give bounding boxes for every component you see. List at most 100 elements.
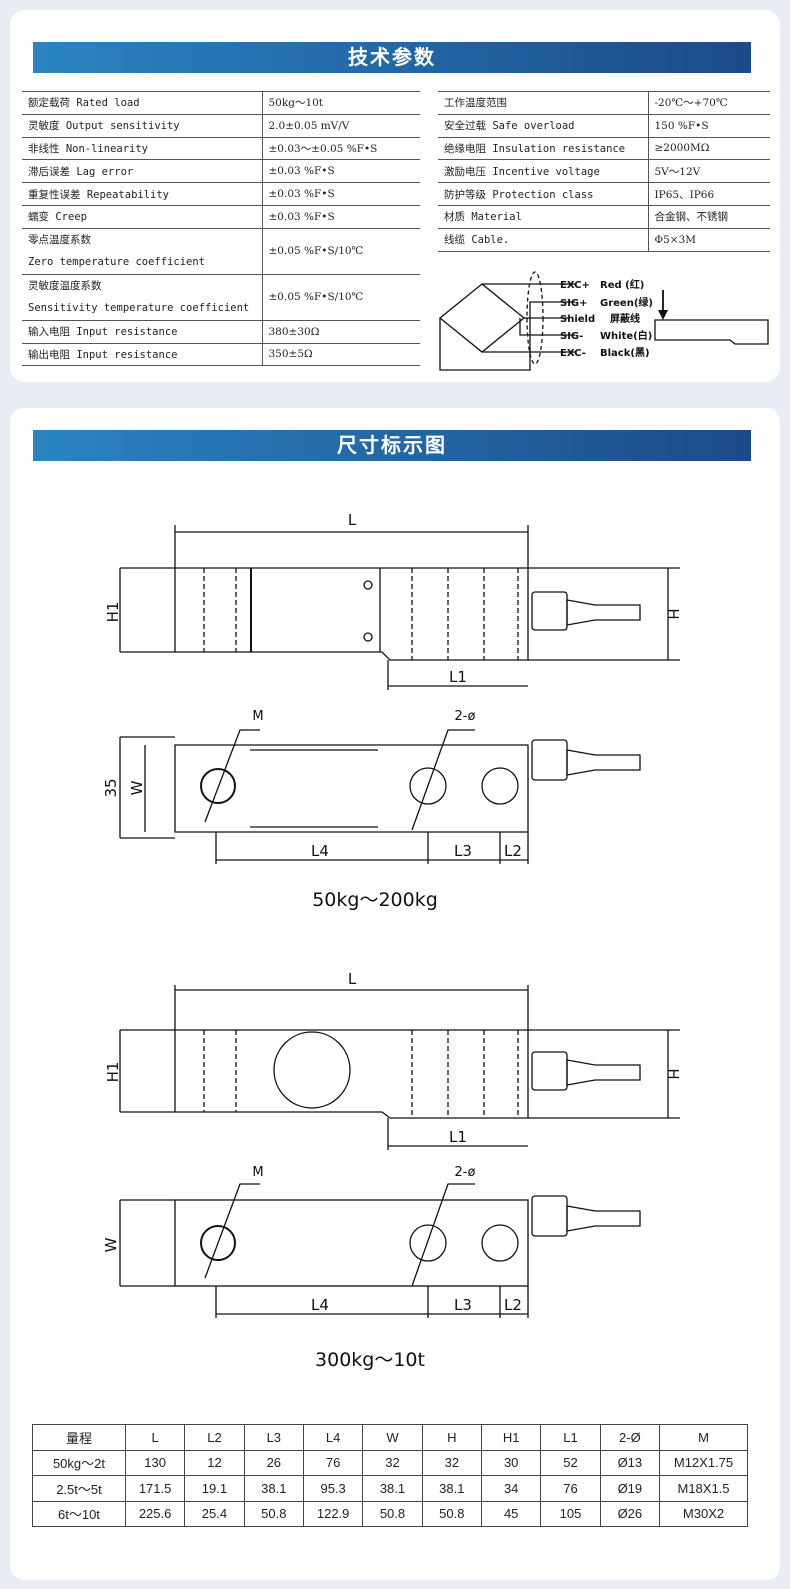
- table-cell: H: [421, 1424, 483, 1451]
- svg-text:L1: L1: [449, 1128, 467, 1146]
- table-cell: 122.9: [302, 1500, 364, 1527]
- svg-text:35: 35: [102, 778, 120, 797]
- svg-text:2-ø: 2-ø: [455, 1165, 476, 1180]
- table-cell: 171.5: [124, 1475, 186, 1502]
- table-cell: 105: [540, 1500, 601, 1527]
- svg-text:Green(绿): Green(绿): [600, 296, 653, 309]
- svg-text:EXC+: EXC+: [560, 280, 590, 291]
- svg-text:屏蔽线: 屏蔽线: [609, 312, 640, 325]
- beam-icon: [654, 319, 769, 345]
- table-cell: L: [124, 1424, 186, 1451]
- table-cell: 12: [184, 1449, 245, 1476]
- svg-text:M: M: [252, 709, 263, 724]
- table-cell: 130: [124, 1449, 186, 1476]
- table-cell: 50kg～2t: [32, 1449, 126, 1476]
- svg-text:H1: H1: [104, 602, 122, 623]
- svg-text:M: M: [252, 1165, 263, 1180]
- svg-text:SIG-: SIG-: [560, 331, 583, 342]
- table-cell: M18X1.5: [659, 1475, 748, 1502]
- table-cell: M30X2: [659, 1500, 748, 1527]
- svg-text:EXC-: EXC-: [560, 348, 586, 359]
- table-cell: 32: [421, 1449, 483, 1476]
- table-row: 蠕变 Creep±0.03 %F•S: [22, 205, 420, 229]
- table-cell: 76: [302, 1449, 364, 1476]
- table-cell: 38.1: [362, 1475, 423, 1502]
- svg-text:Shield: Shield: [560, 314, 595, 325]
- svg-text:2-ø: 2-ø: [455, 709, 476, 724]
- table-cell: 32: [362, 1449, 423, 1476]
- svg-text:L3: L3: [454, 842, 472, 860]
- svg-text:L: L: [348, 511, 357, 529]
- table-cell: H1: [480, 1424, 542, 1451]
- table-cell: 25.4: [184, 1500, 245, 1527]
- table-row: 线缆 Cable.Φ5×3M: [438, 228, 770, 252]
- table-cell: 19.1: [184, 1475, 245, 1502]
- drawing-50kg-200kg: [119, 525, 680, 864]
- table-cell: 38.1: [243, 1475, 304, 1502]
- svg-text:50kg～200kg: 50kg～200kg: [312, 889, 438, 911]
- svg-text:300kg～10t: 300kg～10t: [315, 1349, 425, 1371]
- svg-text:L4: L4: [311, 842, 329, 860]
- table-cell: L3: [243, 1424, 304, 1451]
- table-cell: 50.8: [421, 1500, 483, 1527]
- svg-text:Black(黑): Black(黑): [600, 347, 650, 359]
- table-cell: 2-Ø: [599, 1424, 661, 1451]
- table-cell: 95.3: [302, 1475, 364, 1502]
- svg-text:H1: H1: [104, 1062, 122, 1083]
- table-row: 工作温度范围-20℃～+70℃: [438, 91, 770, 115]
- section-title-specs: 技术参数: [33, 42, 751, 73]
- table-cell: M: [659, 1424, 748, 1451]
- svg-text:Red (红): Red (红): [600, 278, 644, 291]
- table-cell: Ø26: [599, 1500, 661, 1527]
- svg-text:SIG+: SIG+: [560, 298, 588, 309]
- table-cell: 76: [540, 1475, 601, 1502]
- table-cell: Ø19: [599, 1475, 661, 1502]
- table-cell: 30: [480, 1449, 542, 1476]
- table-cell: 34: [480, 1475, 542, 1502]
- table-cell: L4: [302, 1424, 364, 1451]
- table-cell: 38.1: [421, 1475, 483, 1502]
- svg-text:H: H: [664, 1068, 682, 1079]
- table-row: 非线性 Non-linearity±0.03～±0.05 %F•S: [22, 137, 420, 161]
- table-cell: 6t～10t: [32, 1500, 126, 1527]
- table-cell: 52: [540, 1449, 601, 1476]
- table-cell: 45: [480, 1500, 542, 1527]
- table-cell: 50.8: [362, 1500, 423, 1527]
- table-cell: 225.6: [124, 1500, 186, 1527]
- svg-text:L4: L4: [311, 1296, 329, 1314]
- svg-text:L2: L2: [504, 1296, 522, 1314]
- table-cell: L2: [184, 1424, 245, 1451]
- svg-text:White(白): White(白): [600, 329, 652, 342]
- svg-text:L1: L1: [449, 668, 467, 686]
- table-cell: W: [362, 1424, 423, 1451]
- section-title-dimensions: 尺寸标示图: [33, 430, 751, 461]
- svg-text:L2: L2: [504, 842, 522, 860]
- dimension-card: [10, 408, 780, 1580]
- svg-text:H: H: [664, 608, 682, 619]
- table-cell: 50.8: [243, 1500, 304, 1527]
- svg-text:L: L: [348, 970, 357, 988]
- table-cell: 2.5t～5t: [32, 1475, 126, 1502]
- svg-text:L3: L3: [454, 1296, 472, 1314]
- table-row: 重复性误差 Repeatability±0.03 %F•S: [22, 182, 420, 206]
- drawing-300kg-10t: [119, 985, 680, 1318]
- table-row: 绝缘电阻 Insulation resistance≥2000MΩ: [438, 137, 770, 161]
- table-cell: M12X1.75: [659, 1449, 748, 1476]
